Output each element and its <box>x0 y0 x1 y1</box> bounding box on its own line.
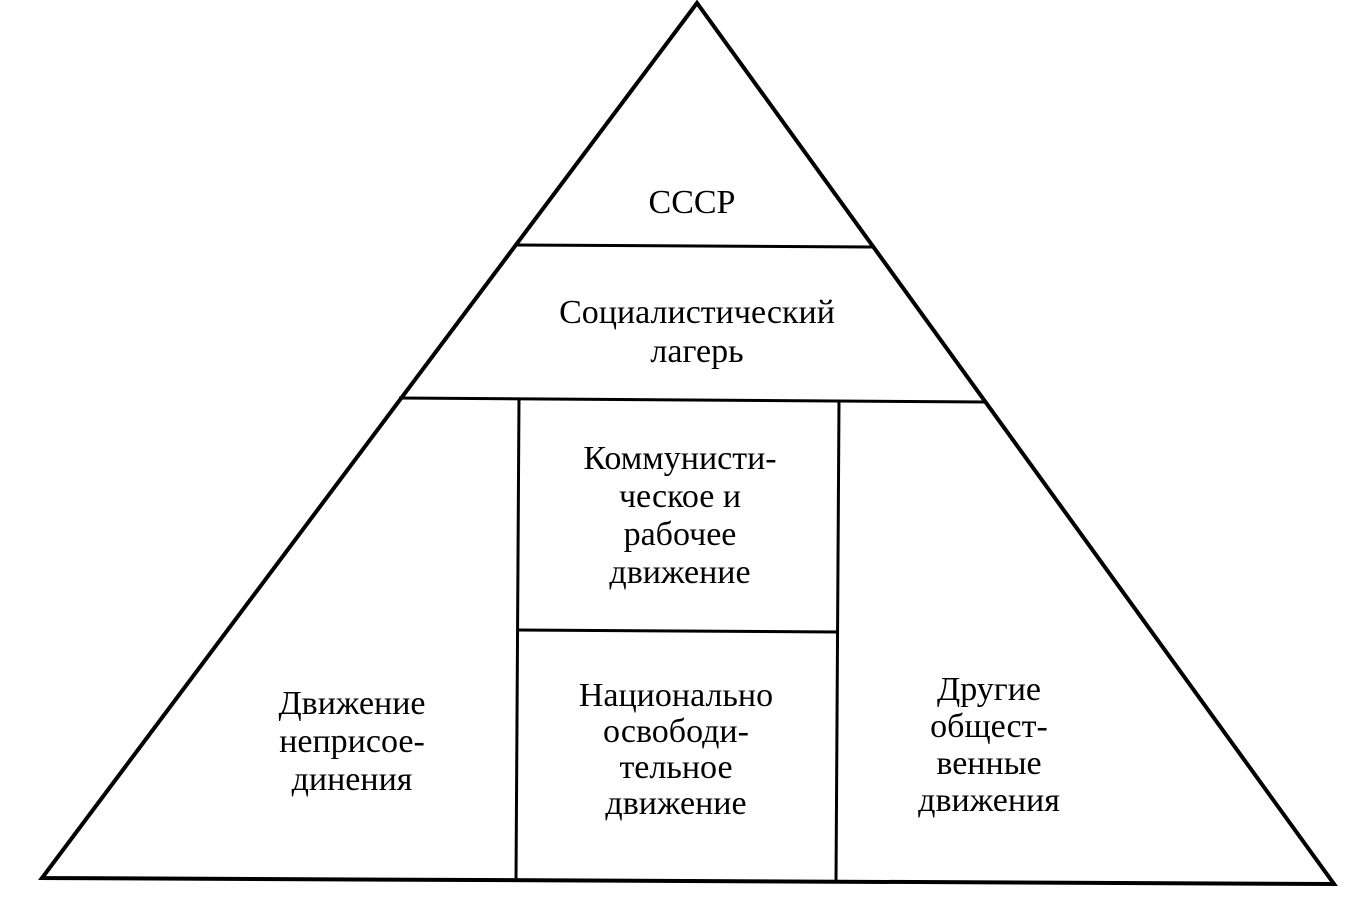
right-column-divider <box>834 400 841 883</box>
label-socialist-camp-line: Социалистический <box>559 294 835 331</box>
label-national-liberation-movement-line: освободи- <box>603 713 749 750</box>
label-communist-movement-line: Коммунисти- <box>583 440 776 477</box>
label-non-aligned-movement-line: неприсое- <box>279 723 425 760</box>
label-other-social-movements-line: движения <box>918 782 1060 819</box>
left-column-divider <box>514 397 521 881</box>
label-communist-movement-line: движение <box>609 554 750 591</box>
label-communist-movement-line: ческое и <box>619 478 741 515</box>
label-national-liberation-movement-line: тельное <box>619 749 732 786</box>
label-other-social-movements-line: венные <box>936 745 1041 782</box>
label-other-social-movements-line: общест- <box>930 708 1048 745</box>
camp-divider <box>398 396 987 404</box>
label-ussr-line: СССР <box>649 184 736 221</box>
center-column-divider <box>517 628 839 634</box>
label-non-aligned-movement-line: Движение <box>278 685 425 722</box>
label-socialist-camp-line: лагерь <box>650 333 743 370</box>
label-other-social-movements-line: Другие <box>937 671 1041 708</box>
apex-divider <box>514 243 874 249</box>
label-national-liberation-movement-line: Национально <box>579 677 773 714</box>
label-national-liberation-movement-line: движение <box>605 785 746 822</box>
label-non-aligned-movement-line: динения <box>292 761 413 798</box>
label-communist-movement-line: рабочее <box>624 516 737 553</box>
pyramid-outline <box>38 0 1338 887</box>
label-ussr: СССР <box>649 184 736 221</box>
